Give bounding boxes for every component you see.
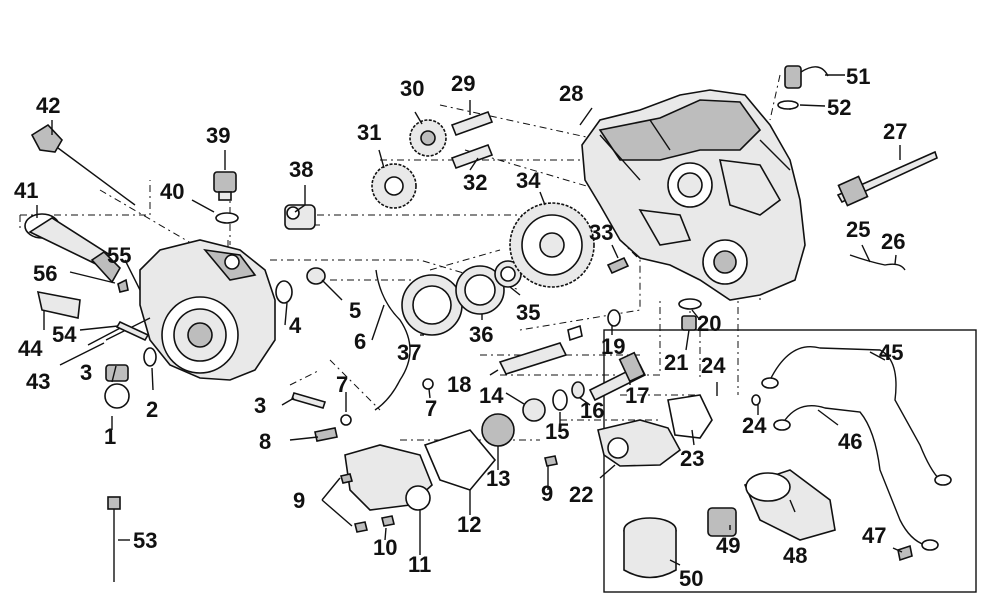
callout-6: 6 <box>354 329 366 354</box>
oil-lines <box>751 346 952 551</box>
filler-tube <box>24 213 121 284</box>
callout-54: 54 <box>52 322 77 347</box>
drain-plug-assembly <box>104 347 157 409</box>
callout-29: 29 <box>451 71 475 96</box>
callout-49: 49 <box>716 533 740 558</box>
callout-22: 22 <box>569 482 593 507</box>
callout-15: 15 <box>545 419 569 444</box>
callout-36: 36 <box>469 322 493 347</box>
oil-line-inset-frame <box>603 329 977 593</box>
callout-11: 11 <box>408 552 431 577</box>
callout-24: 24 <box>701 353 726 378</box>
output-shaft <box>836 150 938 207</box>
bearing <box>455 265 505 315</box>
idler-gears <box>371 110 494 209</box>
callout-4: 4 <box>289 313 302 338</box>
callout-5: 5 <box>349 298 361 323</box>
callout-43: 43 <box>26 369 50 394</box>
callout-38: 38 <box>289 157 313 182</box>
pump-shafts <box>498 324 647 402</box>
dowel-pin <box>290 392 327 409</box>
callout-16: 16 <box>580 398 604 423</box>
callout-55: 55 <box>107 243 131 268</box>
callout-20: 20 <box>697 311 721 336</box>
callout-52: 52 <box>827 95 851 120</box>
callout-21: 21 <box>664 350 688 375</box>
mounting-bracket <box>36 290 81 319</box>
callout-51: 51 <box>846 64 870 89</box>
callout-24: 24 <box>742 413 767 438</box>
callout-7: 7 <box>425 396 437 421</box>
callout-17: 17 <box>625 383 649 408</box>
callout-44: 44 <box>18 336 43 361</box>
retaining-clip <box>606 256 630 275</box>
callout-34: 34 <box>516 168 541 193</box>
callout-37: 37 <box>397 340 421 365</box>
water-pump-cover <box>344 429 497 511</box>
dipstick <box>30 123 136 206</box>
sealing-washers <box>275 267 434 426</box>
callout-56: 56 <box>33 261 57 286</box>
callout-45: 45 <box>879 340 903 365</box>
cover-bolts <box>87 278 151 346</box>
callout-26: 26 <box>881 229 905 254</box>
callout-33: 33 <box>589 220 613 245</box>
callout-50: 50 <box>679 566 703 591</box>
callout-23: 23 <box>680 446 704 471</box>
primary-gear <box>509 202 595 288</box>
callout-3: 3 <box>80 360 92 385</box>
callout-8: 8 <box>259 429 271 454</box>
spring-clip <box>849 254 906 271</box>
callout-47: 47 <box>862 523 886 548</box>
callout-53: 53 <box>133 528 157 553</box>
callout-labels: 1 2 3 3 4 5 6 7 7 8 9 9 10 11 12 13 14 1… <box>14 64 907 591</box>
oil-pump-housing <box>597 419 682 467</box>
callout-19: 19 <box>601 334 625 359</box>
callout-2: 2 <box>146 397 158 422</box>
callout-25: 25 <box>846 217 870 242</box>
callout-40: 40 <box>160 179 184 204</box>
engine-side-cover <box>139 239 276 381</box>
clutch-gasket <box>401 274 463 336</box>
callout-18: 18 <box>447 372 471 397</box>
callout-42: 42 <box>36 93 60 118</box>
callout-9: 9 <box>293 488 305 513</box>
cable-tie <box>107 496 121 582</box>
callout-14: 14 <box>479 383 504 408</box>
callout-10: 10 <box>373 535 397 560</box>
oil-hose <box>374 269 411 411</box>
callout-48: 48 <box>783 543 807 568</box>
callout-35: 35 <box>516 300 540 325</box>
callout-31: 31 <box>357 120 381 145</box>
callout-41: 41 <box>14 178 38 203</box>
callout-3: 3 <box>254 393 266 418</box>
callout-27: 27 <box>883 119 907 144</box>
breather-fitting <box>284 204 316 230</box>
leader-lines <box>36 74 903 566</box>
shaft-washers <box>607 298 702 331</box>
callout-7: 7 <box>336 372 348 397</box>
crankcase-housing <box>581 89 806 301</box>
drain-plug <box>213 171 239 224</box>
oil-filter-assembly <box>623 469 913 579</box>
callout-28: 28 <box>559 81 583 106</box>
water-pump-impeller <box>481 381 585 447</box>
pump-bolts <box>314 427 558 533</box>
callout-30: 30 <box>400 76 424 101</box>
callout-9: 9 <box>541 481 553 506</box>
oil-pressure-switch <box>777 65 829 110</box>
callout-46: 46 <box>838 429 862 454</box>
callout-13: 13 <box>486 466 510 491</box>
callout-39: 39 <box>206 123 230 148</box>
callout-1: 1 <box>104 424 116 449</box>
pump-gasket <box>667 394 713 439</box>
callout-12: 12 <box>457 512 481 537</box>
callout-32: 32 <box>463 170 487 195</box>
